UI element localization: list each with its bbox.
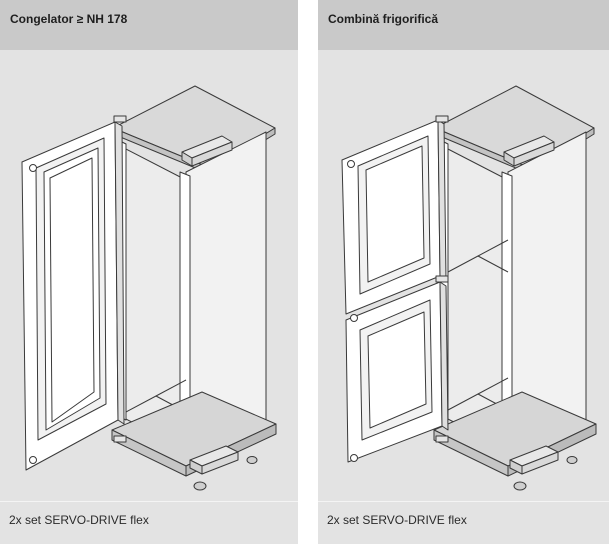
- combi-cabinet-drawing: [341, 85, 597, 491]
- panel-caption: 2x set SERVO-DRIVE flex: [327, 513, 467, 527]
- panel-combi: Combină frigorifică: [318, 0, 609, 544]
- panel-header: Combină frigorifică: [318, 0, 609, 50]
- panel-caption: 2x set SERVO-DRIVE flex: [9, 513, 149, 527]
- combi-illustration: [318, 50, 609, 501]
- freezer-cabinet-drawing: [21, 85, 277, 491]
- divider: [318, 501, 609, 502]
- panel-freezer: Congelator ≥ NH 178: [0, 0, 298, 544]
- panel-title: Congelator ≥ NH 178: [10, 12, 128, 26]
- divider: [0, 501, 298, 502]
- freezer-illustration: [0, 50, 298, 501]
- panel-header: Congelator ≥ NH 178: [0, 0, 298, 50]
- panel-title: Combină frigorifică: [328, 12, 439, 26]
